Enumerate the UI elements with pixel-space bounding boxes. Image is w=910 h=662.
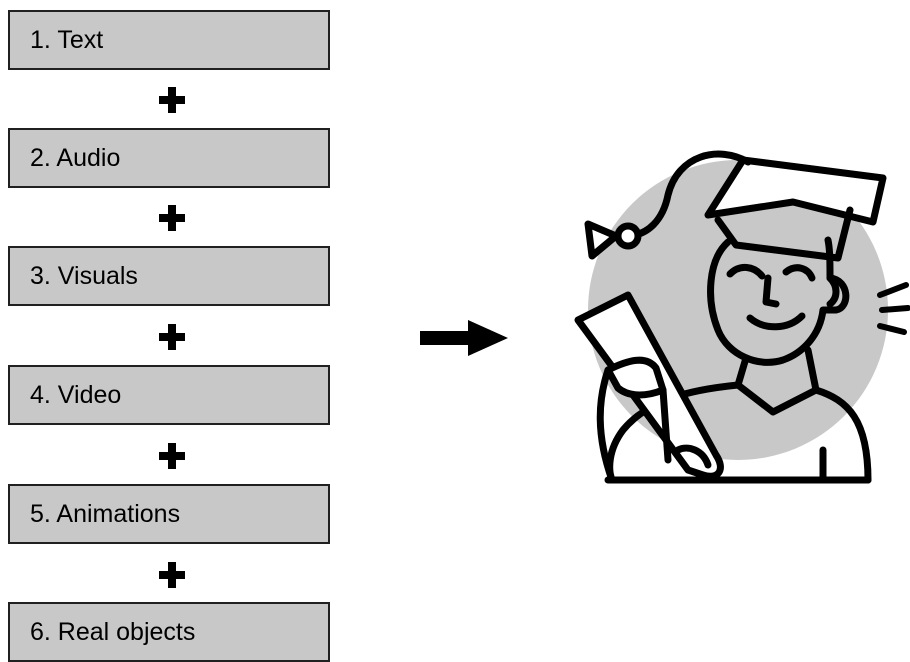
plus-icon: [150, 555, 194, 595]
step-box-text: 1. Text: [8, 10, 330, 70]
tassel: [584, 220, 620, 260]
plus-icon: [150, 436, 194, 476]
tassel-knot: [614, 222, 642, 250]
cap-base: [714, 206, 854, 262]
step-label: 6. Real objects: [30, 617, 196, 646]
cap-board: [704, 156, 887, 226]
mouth: [746, 312, 806, 331]
step-box-visuals: 3. Visuals: [8, 246, 330, 306]
step-box-real-objects: 6. Real objects: [8, 602, 330, 662]
eye-right: [782, 264, 816, 282]
plus-icon: [150, 317, 194, 357]
nose: [762, 274, 780, 308]
tassel-cord: [624, 150, 752, 240]
plus-icon: [150, 198, 194, 238]
step-label: 3. Visuals: [30, 261, 138, 290]
sparkle-lines: [877, 282, 910, 335]
right-arrow-icon: [420, 320, 508, 356]
step-box-audio: 2. Audio: [8, 128, 330, 188]
step-label: 1. Text: [30, 25, 104, 54]
eye-left: [726, 264, 766, 280]
graduate-icon: [574, 150, 910, 484]
collar: [734, 381, 820, 416]
hand: [604, 356, 667, 399]
step-box-video: 4. Video: [8, 365, 330, 425]
neck: [734, 346, 820, 394]
step-box-animations: 5. Animations: [8, 484, 330, 544]
plus-icon: [150, 80, 194, 120]
step-label: 5. Animations: [30, 499, 181, 528]
step-label: 2. Audio: [30, 143, 121, 172]
step-label: 4. Video: [30, 380, 122, 409]
